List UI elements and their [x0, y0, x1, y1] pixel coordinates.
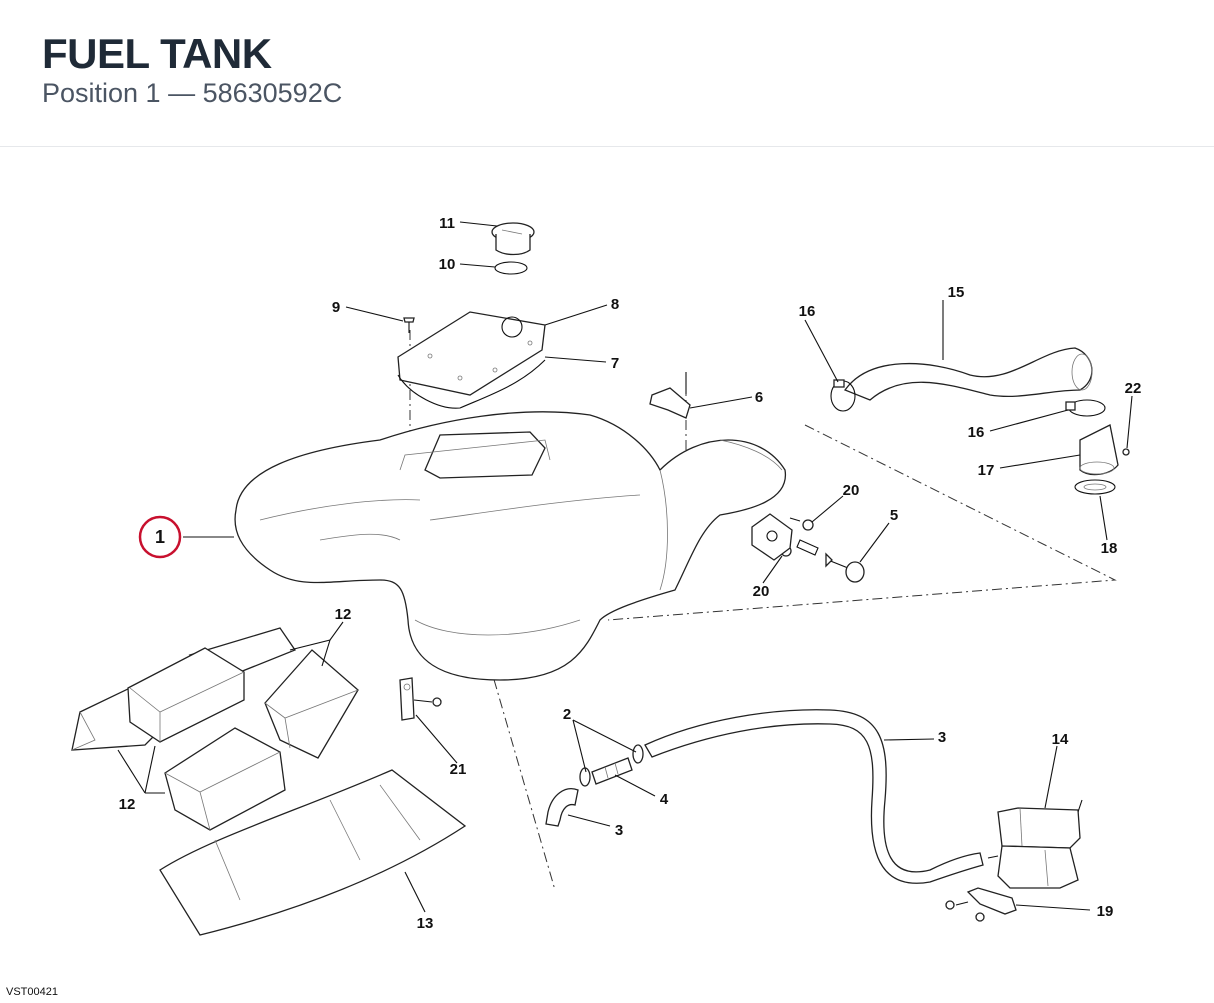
foam-pad-center[interactable]	[127, 647, 245, 743]
callout-12-lower[interactable]: 12	[119, 796, 136, 813]
hose-elbow[interactable]	[545, 788, 579, 827]
foam-pad-front[interactable]	[164, 727, 286, 831]
callout-11[interactable]: 11	[439, 215, 455, 232]
selected-callout-ring[interactable]	[138, 515, 182, 559]
callout-19[interactable]: 19	[1097, 903, 1114, 920]
callout-22[interactable]: 22	[1125, 380, 1142, 397]
fuel-hose[interactable]	[644, 709, 984, 884]
callout-9[interactable]: 9	[332, 299, 340, 316]
fitting-seal[interactable]	[1074, 479, 1116, 495]
callout-18[interactable]: 18	[1101, 540, 1118, 557]
mounting-clip[interactable]	[399, 677, 442, 721]
o-ring[interactable]	[494, 261, 528, 275]
callout-14[interactable]: 14	[1052, 731, 1069, 748]
vent-hose[interactable]	[843, 347, 1093, 401]
foam-pad-right[interactable]	[264, 649, 359, 759]
callout-16-upper[interactable]: 16	[799, 303, 816, 320]
callout-13[interactable]: 13	[417, 915, 434, 932]
plate-gasket[interactable]	[397, 359, 546, 409]
callout-16-lower[interactable]: 16	[968, 424, 985, 441]
callout-5[interactable]: 5	[890, 507, 898, 524]
exploded-parts-diagram: 1 11 10 9 8 7 6 15 16 22 16 17 18 20 5 2…	[71, 215, 1142, 936]
hose-connector[interactable]	[591, 757, 633, 785]
fuel-canister[interactable]	[987, 799, 1083, 889]
drawing-code: VST00421	[6, 986, 58, 998]
callout-15[interactable]: 15	[948, 284, 965, 301]
mounting-flange[interactable]	[751, 513, 819, 561]
callout-7[interactable]: 7	[611, 355, 619, 372]
flange-screw-upper[interactable]	[789, 517, 814, 531]
callout-12-upper[interactable]: 12	[335, 606, 352, 623]
hose-clamp-upper[interactable]	[830, 379, 856, 412]
vent-cap[interactable]	[1122, 448, 1130, 456]
tank-bracket[interactable]	[649, 372, 691, 419]
callout-10[interactable]: 10	[439, 256, 456, 273]
filler-cap[interactable]	[491, 222, 535, 256]
callout-17[interactable]: 17	[978, 462, 995, 479]
fuel-tank[interactable]	[234, 411, 786, 681]
canister-bracket[interactable]	[945, 887, 1017, 922]
page-subtitle: Position 1 — 58630592C	[42, 78, 343, 108]
hose-clamp-right[interactable]	[632, 744, 644, 764]
callout-20-upper[interactable]: 20	[843, 482, 860, 499]
callout-3-hose[interactable]: 3	[938, 729, 946, 746]
hose-clamp-left[interactable]	[579, 767, 591, 787]
callout-4[interactable]: 4	[660, 791, 669, 808]
callout-1[interactable]: 1	[155, 527, 165, 547]
callout-3-elbow[interactable]: 3	[615, 822, 623, 839]
callout-20-lower[interactable]: 20	[753, 583, 770, 600]
callout-21[interactable]: 21	[450, 761, 467, 778]
hose-clamp-lower[interactable]	[1065, 399, 1106, 417]
callout-6[interactable]: 6	[755, 389, 763, 406]
page-title: FUEL TANK	[42, 30, 272, 77]
callout-2[interactable]: 2	[563, 706, 571, 723]
filler-plate[interactable]	[397, 311, 546, 396]
mounting-bolt[interactable]	[825, 552, 865, 583]
vent-fitting[interactable]	[1079, 424, 1119, 476]
leader-lines	[117, 221, 1133, 913]
callout-8[interactable]: 8	[611, 296, 619, 313]
screw[interactable]	[403, 317, 415, 333]
page-header: FUEL TANK Position 1 — 58630592C	[0, 0, 1214, 147]
heat-shield[interactable]	[159, 769, 467, 936]
